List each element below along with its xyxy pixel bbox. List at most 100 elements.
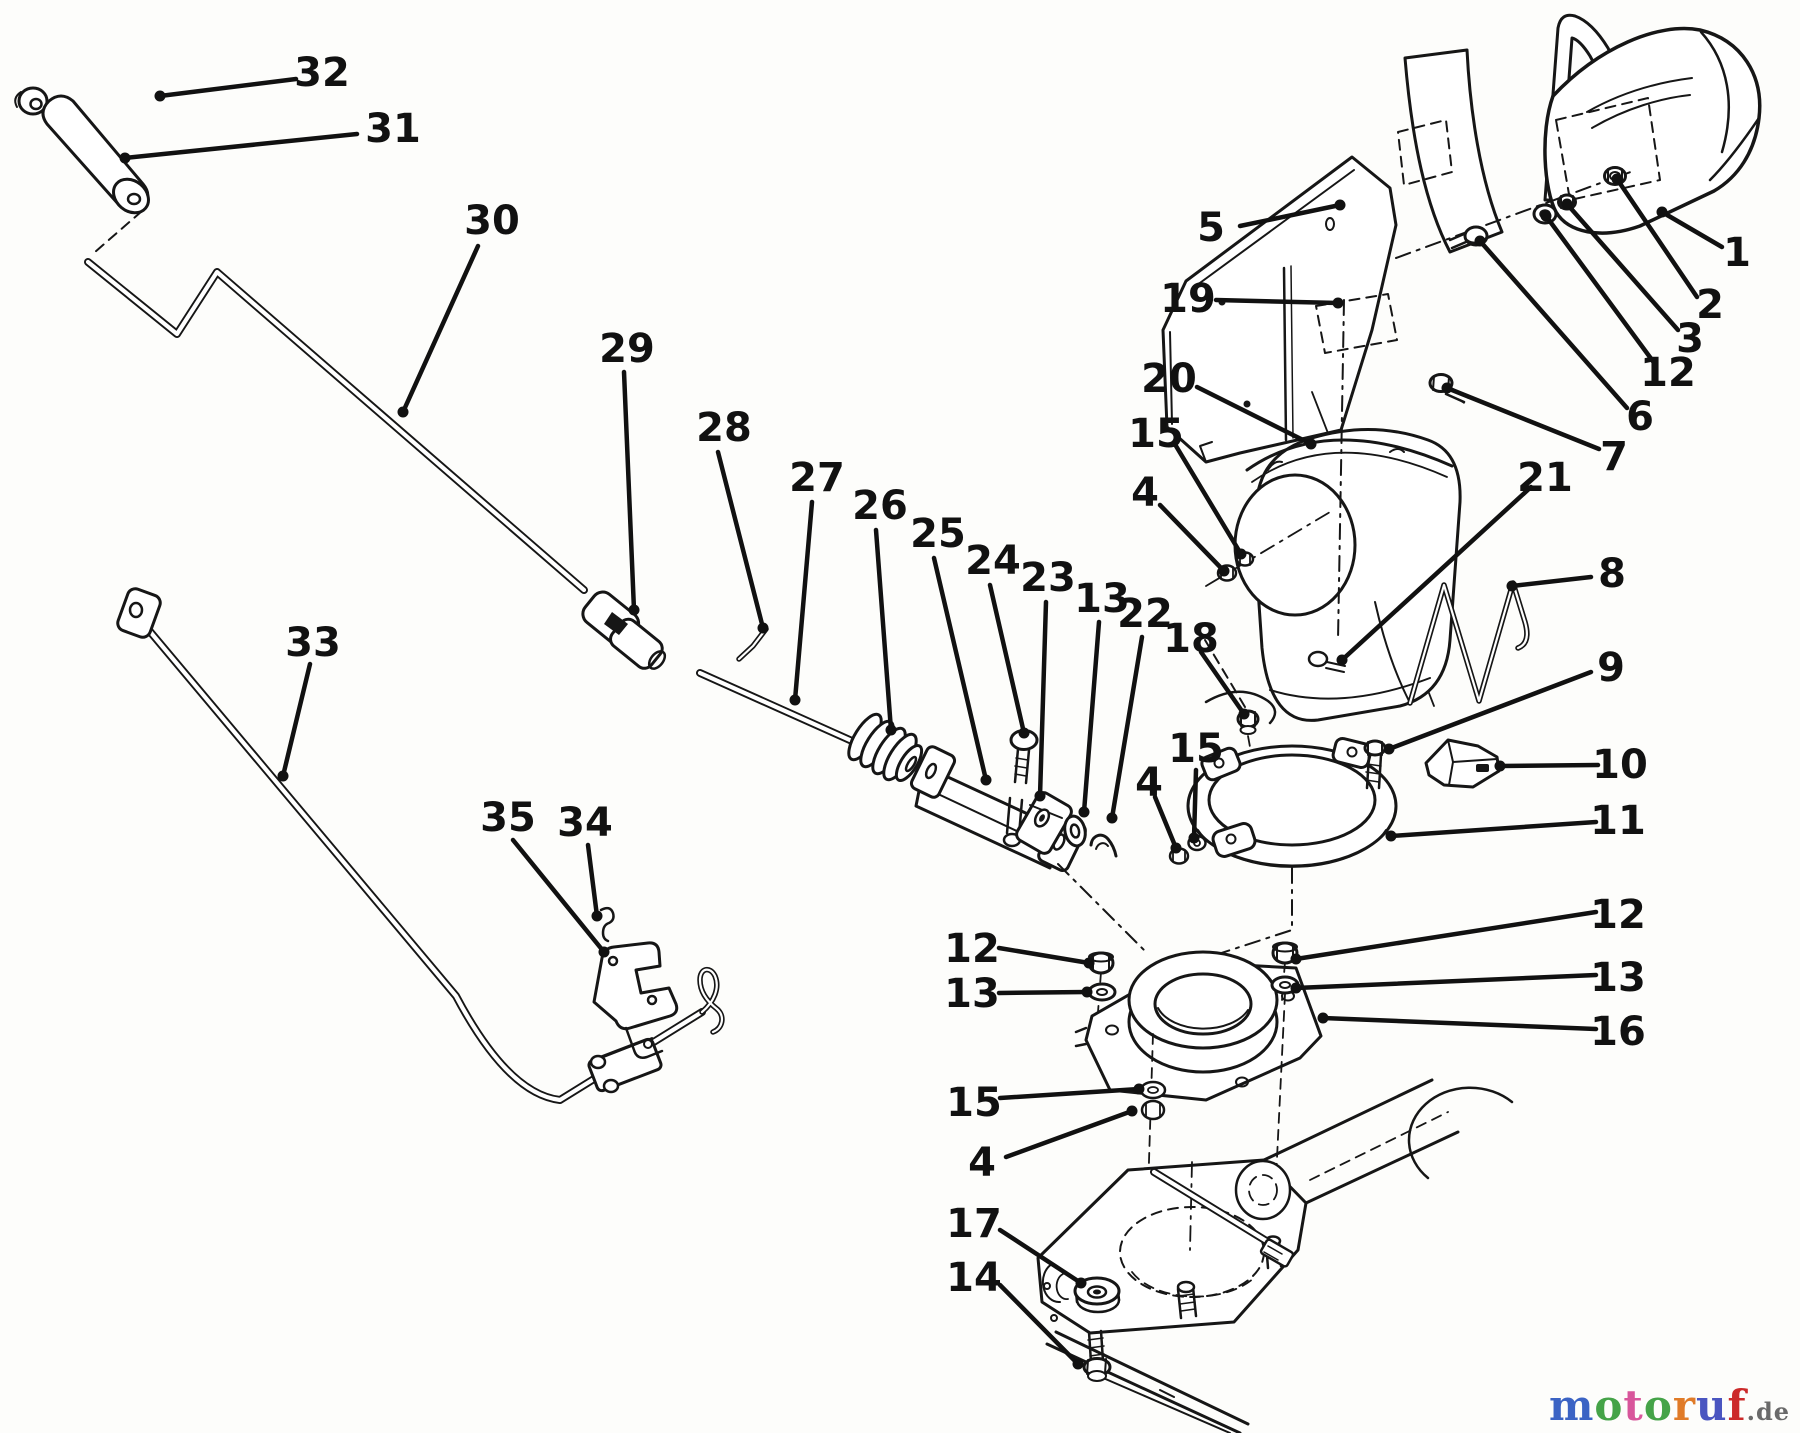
callout-leader-15 (997, 1086, 1142, 1101)
callout-leader-15 (1191, 767, 1199, 841)
part-spring-8 (1374, 580, 1530, 706)
callout-leader-3 (1564, 201, 1681, 333)
callout-label-12: 12 (944, 926, 1000, 972)
part-deflector-hood-1 (1543, 26, 1762, 235)
part-side-panel-5 (1161, 155, 1398, 464)
callout-dot-25 (980, 774, 992, 786)
callout-label-8: 8 (1598, 551, 1626, 597)
callout-leader-21 (1339, 484, 1534, 663)
callout-label-4: 4 (1131, 470, 1159, 516)
callout-dot-18 (1238, 708, 1250, 720)
callout-dot-34 (591, 910, 603, 922)
part-pin-28 (736, 626, 769, 662)
callout-label-10: 10 (1592, 742, 1648, 788)
part-washer-13-upper (1063, 814, 1087, 848)
watermark-letter: o (1643, 1381, 1673, 1430)
callout-label-13: 13 (1590, 955, 1646, 1001)
part-linkage-rod (1150, 1168, 1295, 1268)
part-cotter-pin-22 (1089, 833, 1118, 858)
callout-leader-17 (997, 1227, 1084, 1286)
callout-label-15: 15 (946, 1080, 1002, 1126)
callout-dot-12 (1083, 957, 1095, 969)
callout-label-23: 23 (1020, 555, 1076, 601)
callout-leader-32 (157, 76, 299, 99)
callout-label-17: 17 (946, 1201, 1002, 1247)
callout-label-28: 28 (696, 405, 752, 451)
callout-dot-15 (1188, 832, 1200, 844)
callout-dot-32 (154, 90, 166, 102)
callout-dot-6 (1474, 235, 1486, 247)
callout-leader-23 (1037, 599, 1049, 799)
callout-label-25: 25 (910, 511, 966, 557)
motoruf-watermark: motoruf.de (1549, 1385, 1790, 1427)
callout-dot-20 (1305, 438, 1317, 450)
callout-leader-27 (792, 499, 815, 703)
callout-leader-24 (987, 582, 1027, 736)
callout-label-4: 4 (968, 1140, 996, 1186)
callout-label-22: 22 (1117, 591, 1173, 637)
callout-dot-7 (1441, 382, 1453, 394)
assembly-centerlines (1057, 863, 1293, 959)
part-clip-34 (599, 906, 615, 943)
callout-label-1: 1 (1723, 230, 1751, 276)
part-spring-26 (847, 712, 924, 782)
callout-dot-4 (1218, 565, 1230, 577)
callout-dot-21 (1336, 654, 1348, 666)
callout-label-27: 27 (789, 455, 845, 501)
callout-dot-24 (1018, 727, 1030, 739)
callout-dot-12 (1290, 953, 1302, 965)
callout-label-32: 32 (294, 50, 350, 96)
callout-label-3: 3 (1676, 316, 1704, 362)
callout-dot-29 (628, 604, 640, 616)
callout-label-35: 35 (480, 795, 536, 841)
part-stud-a (1176, 1280, 1198, 1320)
callout-label-29: 29 (599, 326, 655, 372)
part-washer-nut-15-4-bottom (1139, 1080, 1167, 1121)
part-adapter-plate-16 (1074, 950, 1323, 1102)
callout-leader-16 (1320, 1015, 1599, 1032)
callout-dot-22 (1106, 812, 1118, 824)
callout-label-31: 31 (365, 106, 421, 152)
callout-leader-4 (1003, 1108, 1135, 1160)
callout-label-18: 18 (1163, 616, 1219, 662)
callout-label-7: 7 (1600, 434, 1628, 480)
callout-leader-4 (1157, 502, 1227, 574)
callout-label-16: 16 (1590, 1009, 1646, 1055)
watermark-letter: t (1623, 1381, 1644, 1430)
callout-leader-14 (997, 1282, 1081, 1367)
callout-label-9: 9 (1597, 645, 1625, 691)
callout-leader-13 (1293, 972, 1599, 991)
watermark-letter: u (1695, 1381, 1728, 1430)
part-upper-chute-column (1397, 48, 1504, 254)
callout-label-4: 4 (1135, 760, 1163, 806)
callout-label-6: 6 (1626, 394, 1654, 440)
callout-dot-26 (885, 724, 897, 736)
callout-leader-15 (1173, 443, 1244, 557)
callout-dot-13 (1290, 982, 1302, 994)
callout-label-12: 12 (1640, 350, 1696, 396)
callout-dot-4 (1170, 842, 1182, 854)
callout-leader-12 (996, 945, 1092, 966)
part-coupler-29 (581, 590, 667, 670)
callout-leader-9 (1386, 669, 1594, 752)
watermark-letter: m (1548, 1381, 1595, 1430)
callout-label-14: 14 (946, 1255, 1002, 1301)
callout-dot-28 (757, 622, 769, 634)
callout-dot-12 (1540, 210, 1552, 222)
callout-leader-33 (280, 661, 313, 779)
callout-leader-6 (1477, 238, 1630, 411)
callout-leader-10 (1497, 762, 1601, 769)
callout-leader-30 (400, 243, 481, 415)
callout-dot-19 (1332, 297, 1344, 309)
part-decal-19 (1315, 293, 1398, 354)
callout-label-24: 24 (965, 538, 1021, 584)
part-roller-grip-31 (41, 94, 150, 253)
callout-label-21: 21 (1517, 455, 1573, 501)
callout-leader-12 (1543, 213, 1658, 367)
part-bolt-9 (1363, 739, 1387, 790)
part-link-rod-27 (696, 669, 856, 745)
callout-leader-7 (1444, 385, 1602, 452)
